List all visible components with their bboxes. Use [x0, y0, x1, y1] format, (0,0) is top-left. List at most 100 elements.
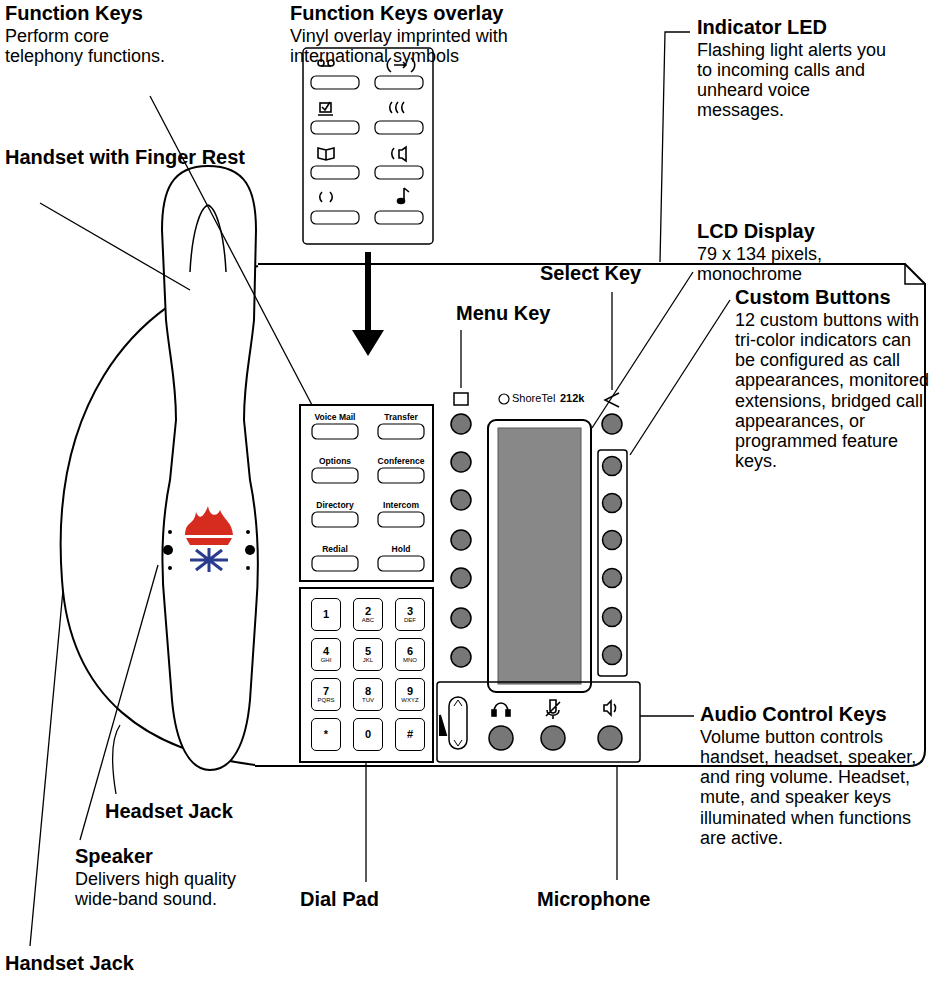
custom-button [603, 457, 622, 476]
overlay-button-outline [375, 121, 423, 134]
menu-button [451, 647, 471, 667]
custom-button [603, 494, 622, 513]
key-letters: DEF [404, 617, 416, 623]
callout-title: Speaker [75, 845, 153, 867]
key-letters: WXYZ [401, 697, 418, 703]
callout-title: Function Keys [5, 2, 143, 24]
function-key-label: Redial [322, 545, 348, 555]
logo-mark [499, 394, 509, 404]
key-digit: 8 [365, 686, 371, 697]
dial-key: 5JKL [353, 638, 383, 671]
overlay-button-outline [311, 121, 359, 134]
handset [162, 166, 258, 770]
function-key-label: Options [319, 457, 351, 467]
function-keys-overlay [303, 48, 433, 244]
key-letters: TUV [362, 697, 374, 703]
menu-key [451, 414, 471, 434]
key-digit: # [407, 729, 413, 740]
function-key-button [312, 468, 358, 483]
key-digit: 7 [323, 686, 329, 697]
callout-text: Perform core telephony functions. [5, 26, 180, 66]
function-key-label: Conference [378, 457, 425, 467]
overlay-symbols [318, 58, 415, 204]
overlay-button-outline [375, 76, 423, 89]
function-key-button [378, 468, 424, 483]
callout-title: Handset with Finger Rest [5, 146, 155, 168]
dial-key: 0 [353, 718, 383, 751]
function-key-button [378, 424, 424, 439]
dial-key: * [311, 718, 341, 751]
key-digit: 3 [407, 606, 413, 617]
callout-title: Handset Jack [5, 952, 134, 974]
menu-key-icon [454, 393, 468, 405]
select-key [602, 414, 622, 434]
key-digit: 6 [407, 646, 413, 657]
custom-button [603, 569, 622, 588]
function-key-button [312, 424, 358, 439]
volume-rocker [449, 697, 467, 749]
menu-button [451, 490, 471, 510]
overlay-button-outline [311, 76, 359, 89]
overlay-button-outline [311, 166, 359, 179]
menu-button [451, 530, 471, 550]
callout-title: Headset Jack [105, 800, 233, 822]
speaker-key [598, 726, 622, 750]
indicator-led [905, 264, 925, 284]
leader-lines [30, 32, 730, 946]
function-key-label: Hold [392, 545, 411, 555]
dial-key: 1 [311, 598, 341, 631]
model-number: 212k [560, 392, 584, 404]
key-digit: 0 [365, 729, 371, 740]
key-digit: 4 [323, 646, 329, 657]
key-letters: JKL [363, 657, 373, 663]
dial-key: 2ABC [353, 598, 383, 631]
dial-key: 7PQRS [311, 678, 341, 711]
callout-title: Dial Pad [300, 888, 379, 910]
callout-text: Delivers high quality wide-band sound. [75, 869, 265, 909]
custom-button [603, 608, 622, 627]
dial-key: 9WXYZ [395, 678, 425, 711]
dial-key: 6MNO [395, 638, 425, 671]
handset-emblem [163, 506, 255, 572]
overlay-button-outline [375, 211, 423, 224]
audio-control-panel [437, 682, 640, 762]
callout-text: Volume button controls handset, headset,… [700, 727, 928, 848]
menu-button [451, 452, 471, 472]
callout-text: 79 x 134 pixels, monochrome [697, 244, 847, 284]
function-key-label: Directory [316, 501, 353, 511]
lcd-display [488, 420, 591, 692]
mute-key [541, 726, 565, 750]
key-digit: 2 [365, 606, 371, 617]
key-digit: 1 [323, 609, 329, 620]
function-key-label: Transfer [384, 413, 418, 423]
callout-text: Flashing light alerts you to incoming ca… [697, 40, 902, 121]
callout-title: Function Keys overlay [290, 2, 503, 24]
dial-key: 3DEF [395, 598, 425, 631]
key-letters: ABC [362, 617, 374, 623]
dial-key: 4GHI [311, 638, 341, 671]
dial-key: # [395, 718, 425, 751]
custom-button [603, 646, 622, 665]
key-digit: * [324, 729, 328, 740]
callout-text: 12 custom buttons with tri-color indicat… [735, 310, 935, 471]
function-key-label: Intercom [383, 501, 419, 511]
callout-title: Select Key [540, 262, 641, 284]
function-keys-panel [300, 405, 433, 581]
key-digit: 9 [407, 686, 413, 697]
dial-pad-panel [300, 588, 433, 762]
callout-title: Microphone [537, 888, 650, 910]
function-key-label: Voice Mail [315, 413, 356, 423]
function-key-button [312, 556, 358, 571]
menu-button [451, 608, 471, 628]
menu-button [451, 568, 471, 588]
key-letters: GHI [321, 657, 332, 663]
callout-title: Menu Key [456, 302, 550, 324]
key-digit: 5 [365, 646, 371, 657]
callout-text: Vinyl overlay imprinted with internation… [290, 26, 540, 66]
callout-title: Custom Buttons [735, 286, 891, 308]
function-key-button [378, 556, 424, 571]
brand-logo: ShoreTel [512, 392, 555, 404]
callout-title: Indicator LED [697, 16, 827, 38]
custom-buttons-panel [598, 450, 627, 676]
